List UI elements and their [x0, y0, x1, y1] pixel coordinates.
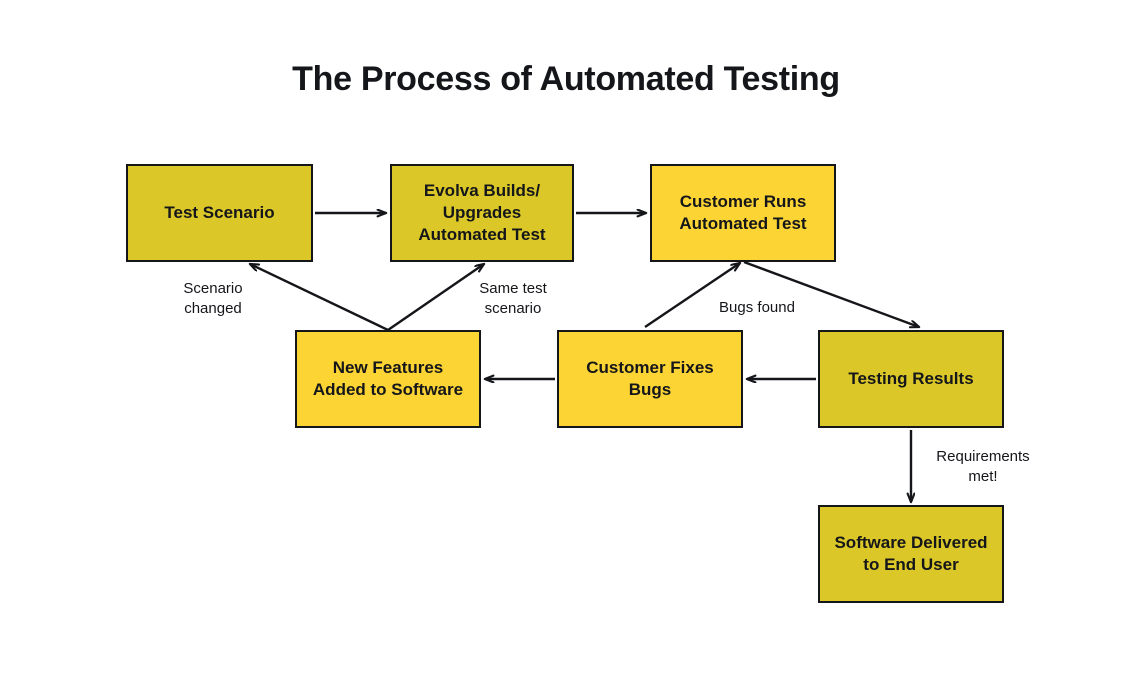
node-test-scenario[interactable]: Test Scenario: [126, 164, 313, 262]
edge-label-bugs-found: Bugs found: [719, 299, 795, 316]
node-test-scenario-label: Test Scenario: [164, 203, 275, 223]
node-testing-results[interactable]: Testing Results: [818, 330, 1004, 428]
node-testing-results-label: Testing Results: [848, 369, 974, 389]
page-title: The Process of Automated Testing: [292, 60, 840, 98]
edge-new-features-to-test-scenario: [250, 264, 389, 332]
